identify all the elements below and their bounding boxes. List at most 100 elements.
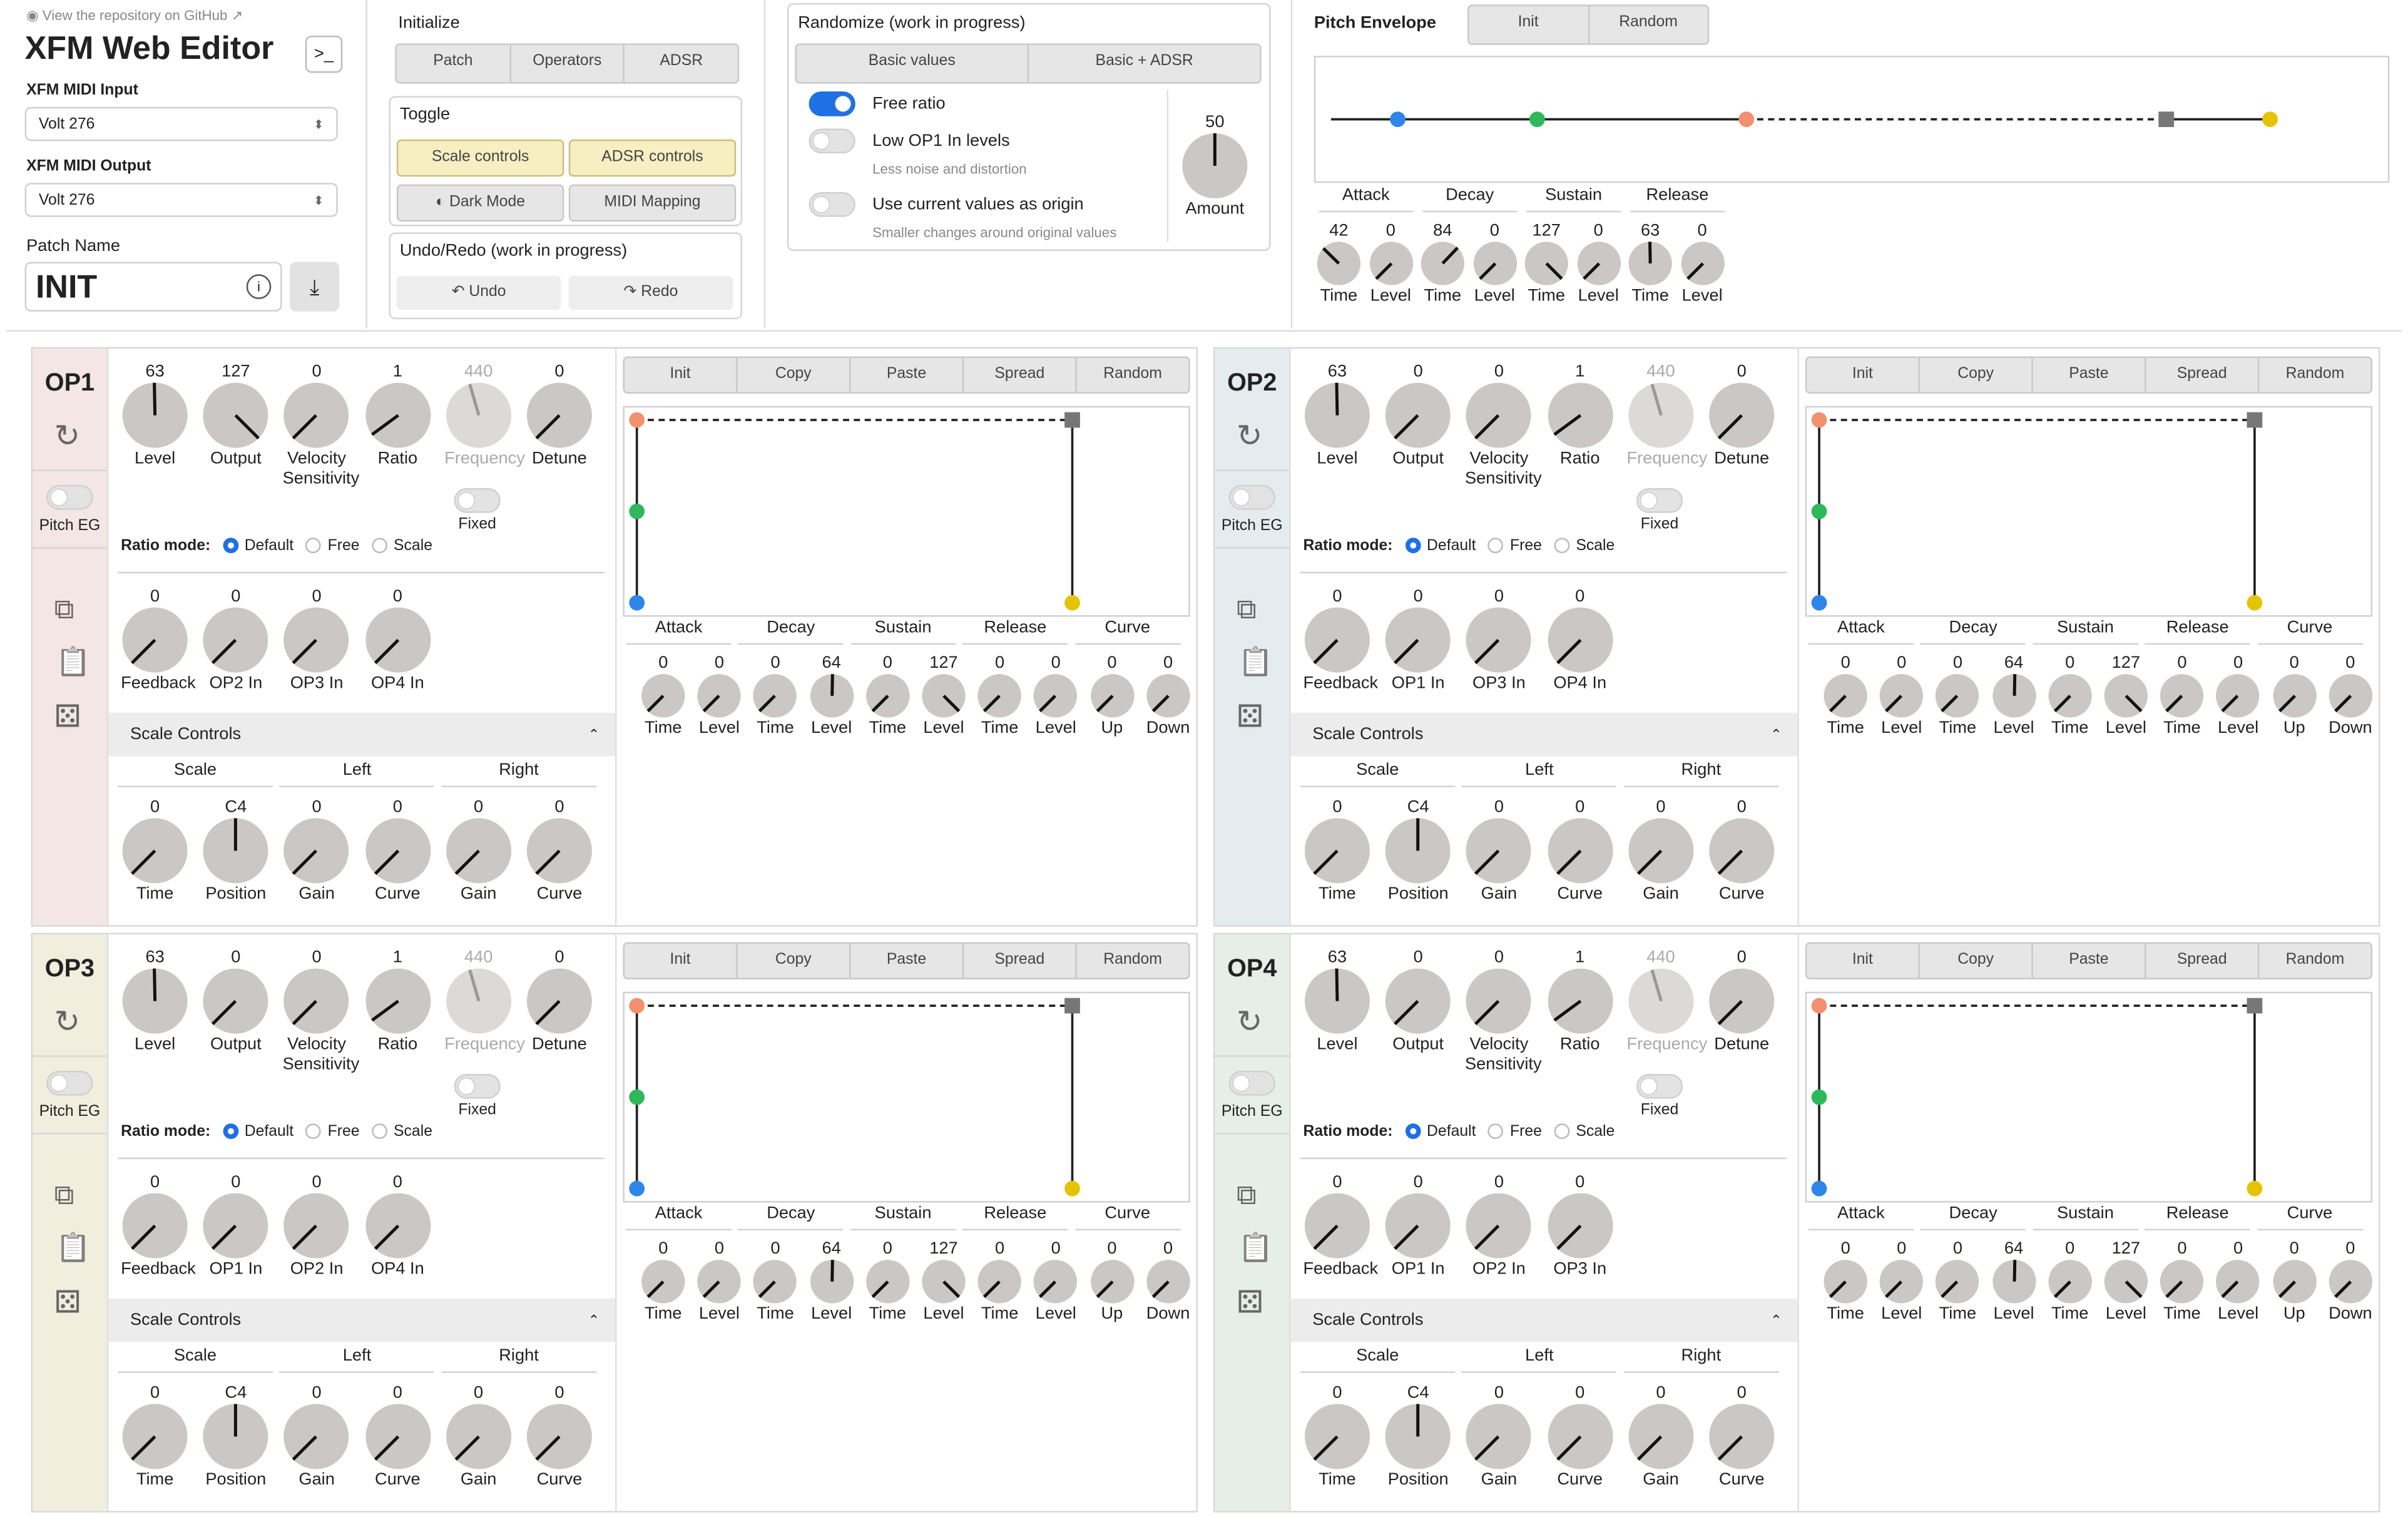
clipboard-icon[interactable]: 📋 xyxy=(1238,646,1273,678)
clipboard-icon[interactable]: 📋 xyxy=(56,1232,91,1264)
copy-icon[interactable]: ⧉ xyxy=(54,1179,74,1210)
ratio-option-1[interactable]: Free xyxy=(1476,538,1542,554)
pitch-random-button[interactable]: Random xyxy=(1619,14,1678,31)
amount-knob[interactable]: 50 Amount xyxy=(1181,111,1249,220)
env-point-release[interactable] xyxy=(1064,595,1080,611)
pitch-point-release[interactable] xyxy=(2262,111,2278,128)
patch-name-input[interactable]: INIT i xyxy=(24,262,282,312)
ratio-option-2[interactable]: Scale xyxy=(1542,538,1615,554)
pitch-eg-toggle[interactable] xyxy=(1228,485,1275,510)
envelope-button-2[interactable]: Paste xyxy=(850,358,964,392)
free-ratio-toggle[interactable] xyxy=(809,91,855,116)
env-point-release[interactable] xyxy=(2247,1180,2263,1197)
env-point-decay[interactable] xyxy=(1811,1089,1827,1105)
scale-controls-toggle[interactable]: Scale controls xyxy=(396,139,564,177)
dark-mode-button[interactable]: ◐ Dark Mode xyxy=(396,184,564,222)
pitch-point-start[interactable] xyxy=(1390,111,1406,128)
env-point-start[interactable] xyxy=(629,595,645,611)
env-point-attack[interactable] xyxy=(1811,412,1827,428)
ratio-option-0[interactable]: Default xyxy=(1393,1123,1476,1140)
copy-icon[interactable]: ⧉ xyxy=(1237,593,1257,625)
copy-icon[interactable]: ⧉ xyxy=(54,593,74,625)
env-point-release[interactable] xyxy=(2247,595,2263,611)
dice-icon[interactable]: ⚄ xyxy=(54,700,81,735)
pitch-point-sustain[interactable] xyxy=(2158,111,2175,128)
randomize-basic-button[interactable]: Basic values xyxy=(797,44,1029,83)
ratio-option-0[interactable]: Default xyxy=(210,1123,293,1140)
env-point-sustain[interactable] xyxy=(1064,412,1080,428)
midi-input-select[interactable]: Volt 276 ⬍ xyxy=(24,106,338,141)
info-icon[interactable]: i xyxy=(246,274,272,299)
env-point-attack[interactable] xyxy=(1811,998,1827,1014)
ratio-option-2[interactable]: Scale xyxy=(360,1123,432,1140)
envelope-button-1[interactable]: Copy xyxy=(1920,358,2033,392)
env-point-decay[interactable] xyxy=(629,503,645,519)
fixed-toggle[interactable] xyxy=(454,488,501,513)
scale-controls-header[interactable]: Scale Controls⌃ xyxy=(1290,1299,1798,1342)
env-point-sustain[interactable] xyxy=(2247,412,2263,428)
init-patch-button[interactable]: Patch xyxy=(397,44,511,83)
dice-icon[interactable]: ⚄ xyxy=(54,1286,81,1320)
midi-output-select[interactable]: Volt 276 ⬍ xyxy=(24,183,338,217)
pitch-envelope-graph[interactable] xyxy=(1314,56,2390,183)
envelope-button-4[interactable]: Random xyxy=(1103,365,1162,383)
env-point-decay[interactable] xyxy=(1811,503,1827,519)
env-point-sustain[interactable] xyxy=(2247,998,2263,1014)
